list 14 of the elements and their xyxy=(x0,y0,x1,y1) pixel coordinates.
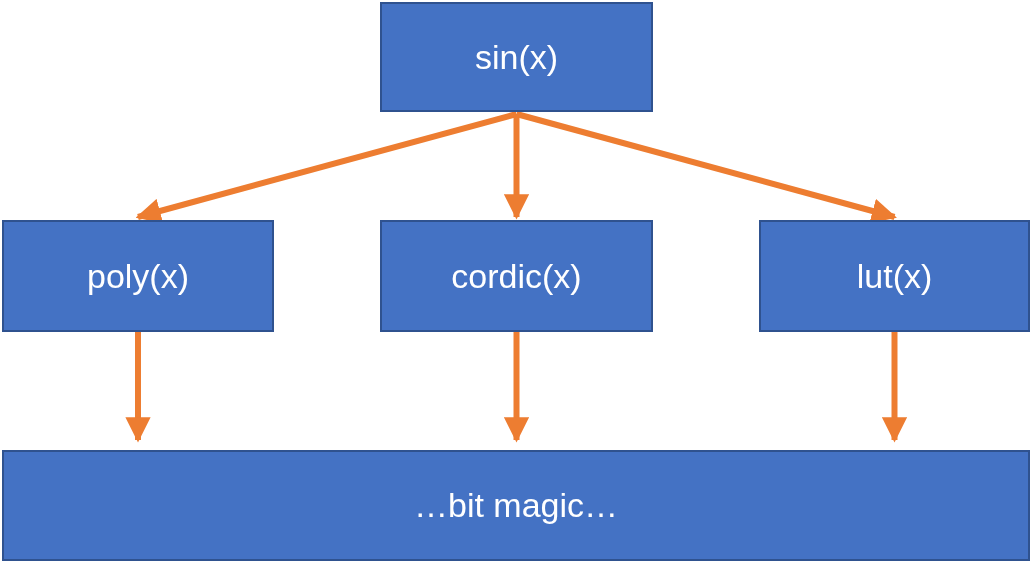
arrow xyxy=(881,332,908,443)
process-box xyxy=(380,220,653,332)
node-label: sin(x) xyxy=(474,37,559,77)
arrow xyxy=(503,332,530,443)
arrow xyxy=(125,332,151,443)
process-box xyxy=(759,220,1030,332)
process-box xyxy=(2,450,1030,561)
process-box xyxy=(2,220,274,332)
node-label: lut(x) xyxy=(856,256,933,296)
node-label: …bit magic… xyxy=(413,486,619,525)
process-box xyxy=(380,2,653,112)
node-label: poly(x) xyxy=(87,256,189,296)
arrow xyxy=(503,114,530,220)
node-label: cordic(x) xyxy=(451,256,582,296)
